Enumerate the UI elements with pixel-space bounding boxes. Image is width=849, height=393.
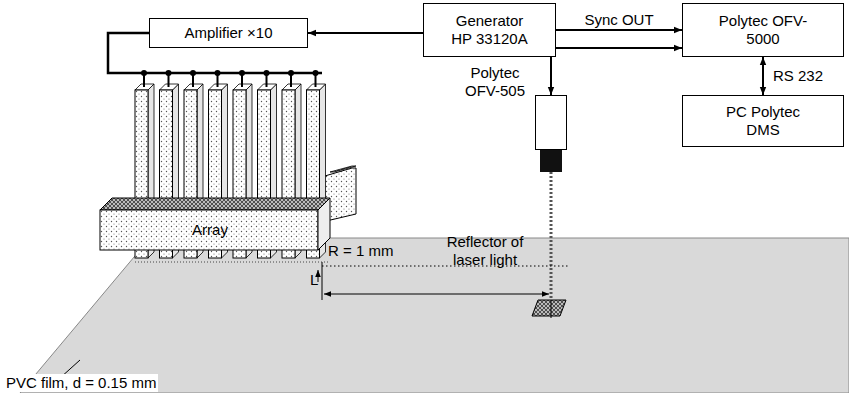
pc-box: PC Polytec DMS [682, 95, 844, 147]
reflector [532, 300, 566, 316]
node-label: PC Polytec DMS [718, 103, 808, 139]
connector [308, 32, 423, 34]
node-label: Amplifier ×10 [185, 24, 273, 42]
part-name: Array [192, 221, 228, 239]
connector [551, 48, 682, 95]
pvc-film [20, 238, 849, 393]
amplifier-box: Amplifier ×10 [149, 18, 308, 48]
node-label: Polytec OFV-505 [464, 64, 526, 100]
dimension-label: L [310, 271, 318, 289]
node-label: Generator HP 33120A [445, 12, 535, 48]
vibrometer-controller-box: Polytec OFV-5000 [682, 3, 844, 57]
dimension-label: R = 1 mm [328, 242, 393, 260]
laser-lens [540, 150, 562, 172]
reference-line [322, 266, 568, 267]
dimension-line [324, 294, 549, 295]
edge-label: RS 232 [773, 67, 823, 85]
array-back-bar-top [330, 166, 356, 172]
laser-beam [550, 172, 553, 302]
array-front-bar [100, 210, 318, 250]
laser-sensor-head: Polytec OFV-505 [535, 95, 567, 150]
material-label: PVC film, d = 0.15 mm [4, 374, 158, 392]
edge-label: Sync OUT [584, 11, 653, 29]
connector [556, 29, 682, 31]
part-name: Reflector of laser light [430, 233, 540, 269]
array-front-bar-top [100, 198, 330, 210]
dimension-tick [322, 262, 323, 300]
generator-box: Generator HP 33120A [423, 3, 556, 57]
node-label: Polytec OFV-5000 [713, 12, 813, 48]
plate-shadows [135, 262, 330, 263]
dimension-tick [551, 300, 552, 318]
connector [762, 57, 764, 95]
